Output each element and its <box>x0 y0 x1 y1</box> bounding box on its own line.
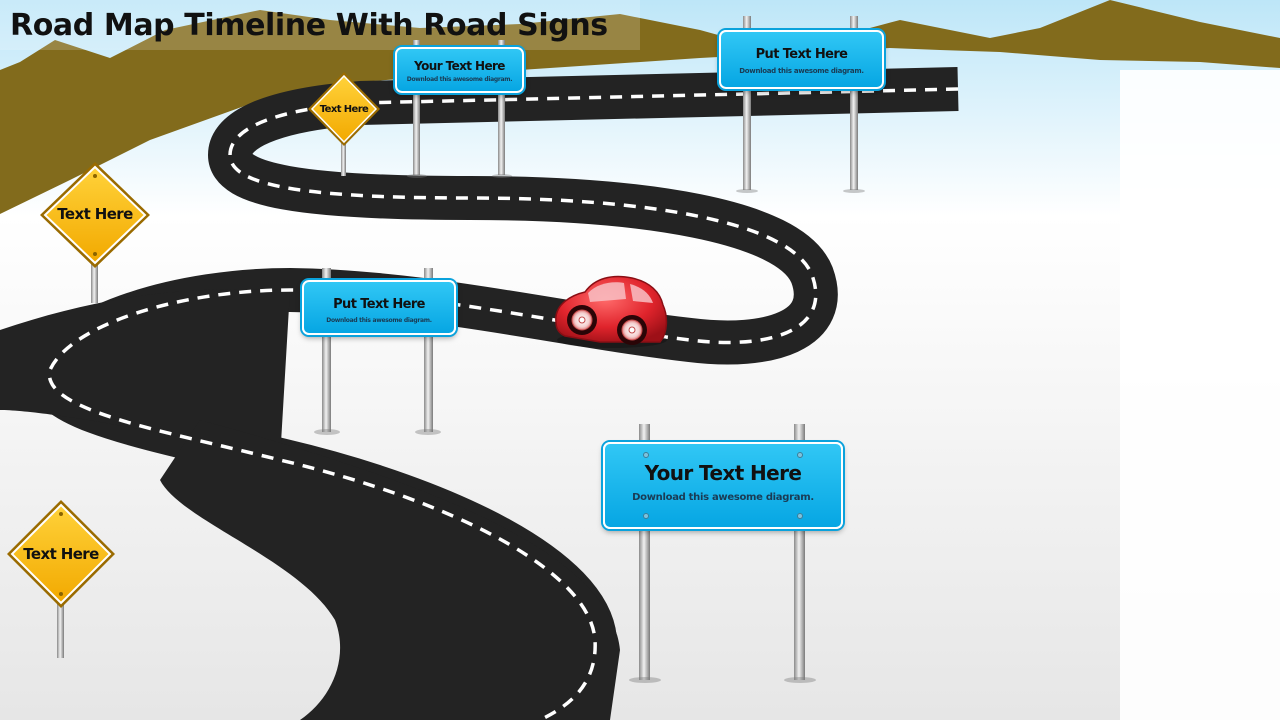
car-icon <box>555 275 668 348</box>
diamond-sign-2 <box>40 162 150 303</box>
road-wide-segment <box>0 289 290 460</box>
board-sign-2-subtext: Download this awesome diagram. <box>739 67 864 75</box>
diamond-sign-3-label: Text Here <box>23 545 99 563</box>
road-center-dashes <box>47 87 959 720</box>
hills-icon <box>0 0 1280 214</box>
board-sign-1-heading: Your Text Here <box>414 59 505 73</box>
road-icon <box>0 67 959 720</box>
page-title: Road Map Timeline With Road Signs <box>10 8 608 43</box>
board-sign-4-heading: Your Text Here <box>644 461 802 485</box>
board-sign-3-subtext: Download this awesome diagram. <box>326 317 432 324</box>
diamond-sign-1-label: Text Here <box>319 103 369 115</box>
road-lower-sweep <box>160 420 620 720</box>
board-sign-1-subtext: Download this awesome diagram. <box>406 76 513 83</box>
background-light-panel <box>1120 70 1280 720</box>
sign-poles <box>314 16 865 683</box>
board-sign-3: Put Text Here Download this awesome diag… <box>302 280 456 335</box>
diamond-sign-1 <box>308 72 380 176</box>
board-sign-1: Your Text Here Download this awesome dia… <box>395 47 524 93</box>
board-sign-4-subtext: Download this awesome diagram. <box>632 492 814 503</box>
diamond-sign-2-label: Text Here <box>57 205 133 223</box>
board-sign-2-heading: Put Text Here <box>755 47 848 62</box>
title-band <box>0 0 640 50</box>
board-sign-4: Your Text Here Download this awesome dia… <box>603 442 843 529</box>
board-sign-2: Put Text Here Download this awesome diag… <box>719 30 884 89</box>
board-sign-3-heading: Put Text Here <box>333 297 425 312</box>
diamond-sign-3 <box>7 500 115 658</box>
